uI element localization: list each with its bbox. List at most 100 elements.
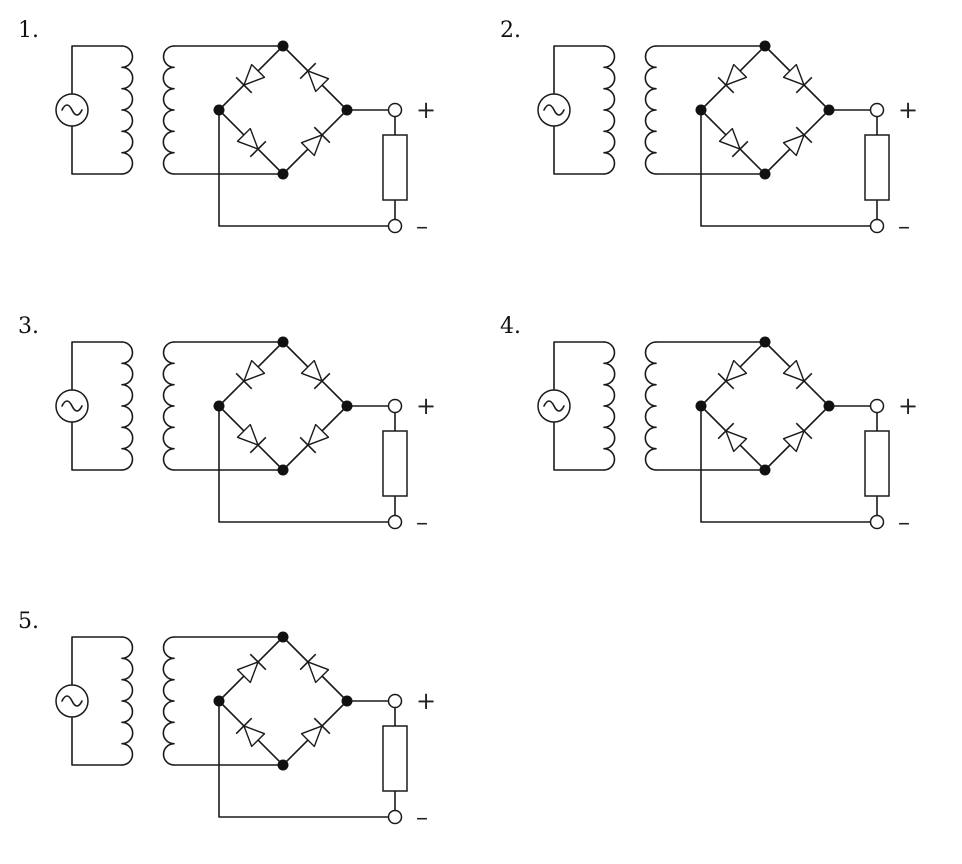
positive-terminal [869,102,885,118]
diode-upper-left [717,63,748,94]
secondary-coil [162,341,175,471]
diode-cathode-bar [313,372,331,390]
negative-terminal [387,218,403,234]
circuit-1: 1.+– [18,18,436,240]
diode-lower-right [782,422,813,453]
diode-cathode-bar [795,126,813,144]
junction-node [759,464,771,476]
diode-anode-triangle [236,661,259,684]
diode-anode-triangle [236,423,259,446]
positive-terminal [387,102,403,118]
bridge-wires [218,636,348,766]
sine-wave-icon [61,104,83,116]
diode-cathode-bar [717,76,735,94]
minus-sign: – [898,508,910,536]
diode-anode-triangle [236,127,259,150]
diode-anode-triangle [782,63,805,86]
sine-wave-icon [61,400,83,412]
circuit-2: 2.+– [500,18,918,240]
diode-cathode-bar [299,436,317,454]
junction-node [277,40,289,52]
diode-cathode-bar [249,653,267,671]
diode-cathode-bar [313,717,331,735]
diode-lower-right [300,717,331,748]
circuit-5: 5.+– [18,609,436,831]
wire-negative-return [700,109,871,227]
diode-anode-triangle [307,661,330,684]
negative-terminal [869,514,885,530]
load-resistor [382,134,408,201]
wire-negative-return [218,700,389,818]
diode-cathode-bar [795,372,813,390]
diode-anode-triangle [243,63,266,86]
diode-anode-triangle [782,359,805,382]
circuit-label: 1. [18,18,39,43]
diode-upper-left [235,63,266,94]
sine-wave-icon [61,695,83,707]
diode-cathode-bar [717,372,735,390]
wire-negative-return [700,405,871,523]
diode-upper-right [299,653,330,684]
junction-node [759,168,771,180]
primary-coil [121,341,134,471]
bridge-wires [700,45,830,175]
circuit-label: 3. [18,314,39,339]
primary-wire [553,45,605,175]
junction-node [277,168,289,180]
diode-cathode-bar [235,717,253,735]
bridge-wires [218,45,348,175]
junction-node [823,104,835,116]
minus-sign: – [898,212,910,240]
junction-node [277,464,289,476]
junction-node [759,40,771,52]
diode-cathode-bar [795,422,813,440]
diode-lower-right [782,126,813,157]
diode-cathode-bar [249,436,267,454]
secondary-coil [644,45,657,175]
primary-wire [71,341,123,471]
diode-anode-triangle [243,725,266,748]
junction-node [695,400,707,412]
secondary-coil [644,341,657,471]
diode-lower-right [299,423,330,454]
primary-wire [553,341,605,471]
wire-negative-return [218,109,389,227]
diode-lower-left [717,422,748,453]
diode-anode-triangle [307,423,330,446]
diode-anode-triangle [300,725,323,748]
junction-node [213,400,225,412]
diode-lower-left [236,423,267,454]
load-resistor [382,725,408,792]
minus-sign: – [416,508,428,536]
circuit-label: 5. [18,609,39,634]
junction-node [277,759,289,771]
positive-terminal [387,398,403,414]
diode-upper-right [782,63,813,94]
plus-sign: + [416,687,436,715]
diode-cathode-bar [717,422,735,440]
negative-terminal [387,809,403,825]
junction-node [213,695,225,707]
diode-cathode-bar [235,372,253,390]
diode-anode-triangle [243,359,266,382]
plus-sign: + [416,96,436,124]
diode-anode-triangle [725,430,748,453]
diode-anode-triangle [725,359,748,382]
primary-coil [121,45,134,175]
negative-terminal [869,218,885,234]
diode-anode-triangle [718,127,741,150]
diode-cathode-bar [299,62,317,80]
positive-terminal [869,398,885,414]
diode-anode-triangle [782,134,805,157]
junction-node [341,695,353,707]
junction-node [341,104,353,116]
plus-sign: + [898,392,918,420]
load-resistor [382,430,408,497]
plus-sign: + [416,392,436,420]
positive-terminal [387,693,403,709]
load-resistor [864,430,890,497]
diode-upper-right [299,62,330,93]
wire-negative-return [218,405,389,523]
junction-node [759,336,771,348]
